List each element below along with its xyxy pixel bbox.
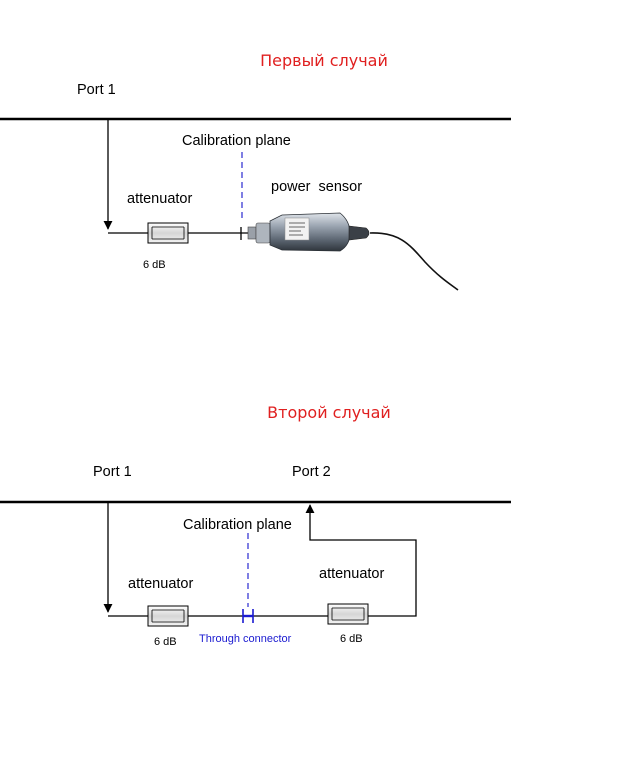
case2-attenuator2-value: 6 dB xyxy=(340,633,363,645)
case1-attenuator xyxy=(147,222,189,244)
case1-title: Первый случай xyxy=(260,51,388,70)
case1-port1-label: Port 1 xyxy=(77,82,116,98)
case2-attenuator2-label: attenuator xyxy=(319,566,384,582)
case2-title: Второй случай xyxy=(267,403,391,422)
case2-attenuator1-label: attenuator xyxy=(128,576,193,592)
case1-diagram: Первый случай Port 1 attenuator 6 dB Cal… xyxy=(0,51,511,291)
case1-calibration-plane-label: Calibration plane xyxy=(182,133,291,149)
case2-attenuator-2 xyxy=(327,603,369,625)
through-connector xyxy=(242,609,254,623)
power-sensor xyxy=(247,212,459,291)
case2-attenuator1-value: 6 dB xyxy=(154,636,177,648)
case1-attenuator-label: attenuator xyxy=(127,191,192,207)
case1-power-sensor-label: power sensor xyxy=(271,179,362,195)
case2-port2-return-arrow xyxy=(305,504,417,617)
case1-attenuator-value: 6 dB xyxy=(143,259,166,271)
through-connector-label: Through connector xyxy=(199,633,292,645)
case2-port2-label: Port 2 xyxy=(292,464,331,480)
case2-port1-label: Port 1 xyxy=(93,464,132,480)
case2-attenuator-1 xyxy=(147,605,189,627)
case2-diagram: Второй случай Port 1 Port 2 attenuator 6… xyxy=(0,403,511,648)
case2-calibration-plane-label: Calibration plane xyxy=(183,517,292,533)
